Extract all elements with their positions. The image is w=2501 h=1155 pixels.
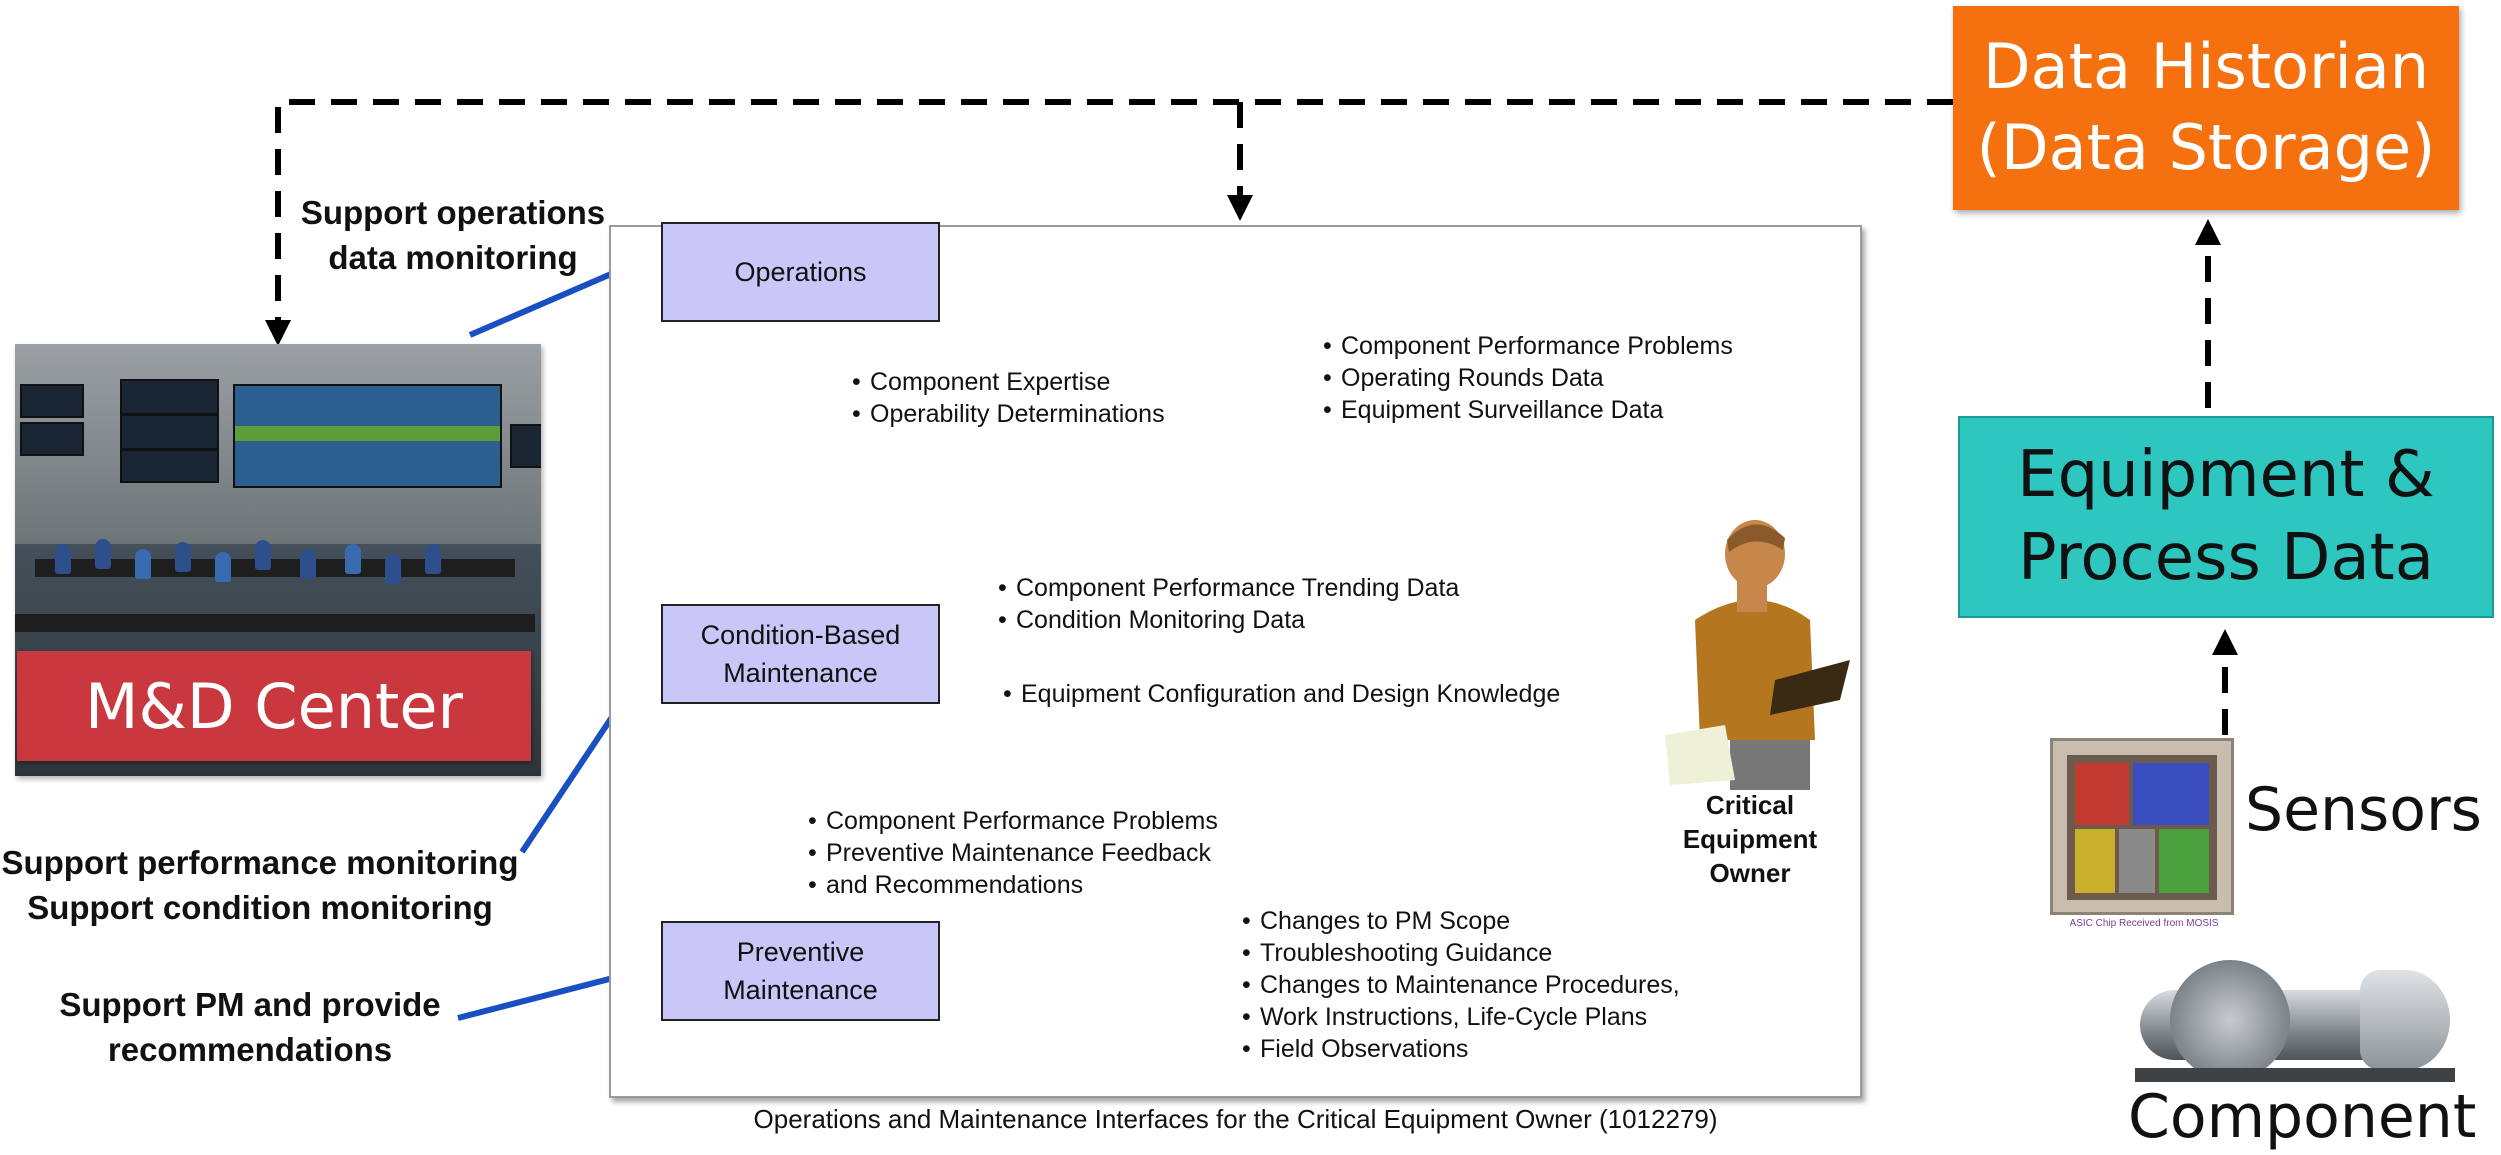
- list-item: Equipment Configuration and Design Knowl…: [1003, 678, 1560, 710]
- support-pm-label: Support PM and provide recommendations: [59, 986, 441, 1068]
- list-item: Operating Rounds Data: [1323, 362, 1733, 394]
- node-operations: Operations: [661, 222, 940, 322]
- list-item: Preventive Maintenance Feedback: [808, 837, 1218, 869]
- owner-to-ops-bullets: Component Expertise Operability Determin…: [852, 366, 1165, 430]
- list-item: Component Performance Problems: [808, 805, 1218, 837]
- support-ops-label: Support operations data monitoring: [300, 194, 606, 276]
- owner-to-pm-bullets: Changes to PM Scope Troubleshooting Guid…: [1242, 905, 1680, 1065]
- historian-title: Data Historian: [1982, 30, 2430, 104]
- critical-equipment-owner-label: Critical Equipment Owner: [1682, 790, 1818, 888]
- cbm-to-owner-bullets: Component Performance Trending Data Cond…: [998, 572, 1459, 636]
- equipment-title-line1: Equipment &: [2017, 437, 2435, 512]
- support-performance-label: Support performance monitoring Support c…: [1, 844, 519, 926]
- ops-to-owner-bullets: Component Performance Problems Operating…: [1323, 330, 1733, 426]
- list-item: Changes to PM Scope: [1242, 905, 1680, 937]
- equipment-process-data-box: Equipment & Process Data: [1958, 416, 2494, 618]
- list-item: Troubleshooting Guidance: [1242, 937, 1680, 969]
- historian-to-md-dashed-line: [265, 99, 1953, 346]
- list-item: Operability Determinations: [852, 398, 1165, 430]
- component-label: Component: [2128, 1082, 2477, 1152]
- equipment-title-line2: Process Data: [2018, 521, 2434, 595]
- component-turbine-image: [2130, 940, 2460, 1090]
- list-item: Component Expertise: [852, 366, 1165, 398]
- critical-equipment-owner-figure: [1665, 520, 1850, 790]
- sensor-chip-caption: ASIC Chip Received from MOSIS: [2069, 918, 2219, 929]
- list-item: Component Performance Problems: [1323, 330, 1733, 362]
- sensors-label: Sensors: [2245, 775, 2482, 845]
- list-item: Changes to Maintenance Procedures,: [1242, 969, 1680, 1001]
- sensor-chip-image: [2050, 738, 2234, 915]
- list-item: Component Performance Trending Data: [998, 572, 1459, 604]
- historian-subtitle: (Data Storage): [1976, 111, 2436, 184]
- list-item: and Recommendations: [808, 869, 1218, 901]
- list-item: Work Instructions, Life-Cycle Plans: [1242, 1001, 1680, 1033]
- data-historian-box: Data Historian (Data Storage): [1953, 6, 2459, 210]
- owner-to-cbm-bullets: Equipment Configuration and Design Knowl…: [1003, 678, 1560, 710]
- pm-to-owner-bullets: Component Performance Problems Preventiv…: [808, 805, 1218, 901]
- list-item: Condition Monitoring Data: [998, 604, 1459, 636]
- list-item: Field Observations: [1242, 1033, 1680, 1065]
- md-center-banner: M&D Center: [17, 651, 531, 761]
- list-item: Equipment Surveillance Data: [1323, 394, 1733, 426]
- figure-caption: Operations and Maintenance Interfaces fo…: [753, 1104, 1718, 1134]
